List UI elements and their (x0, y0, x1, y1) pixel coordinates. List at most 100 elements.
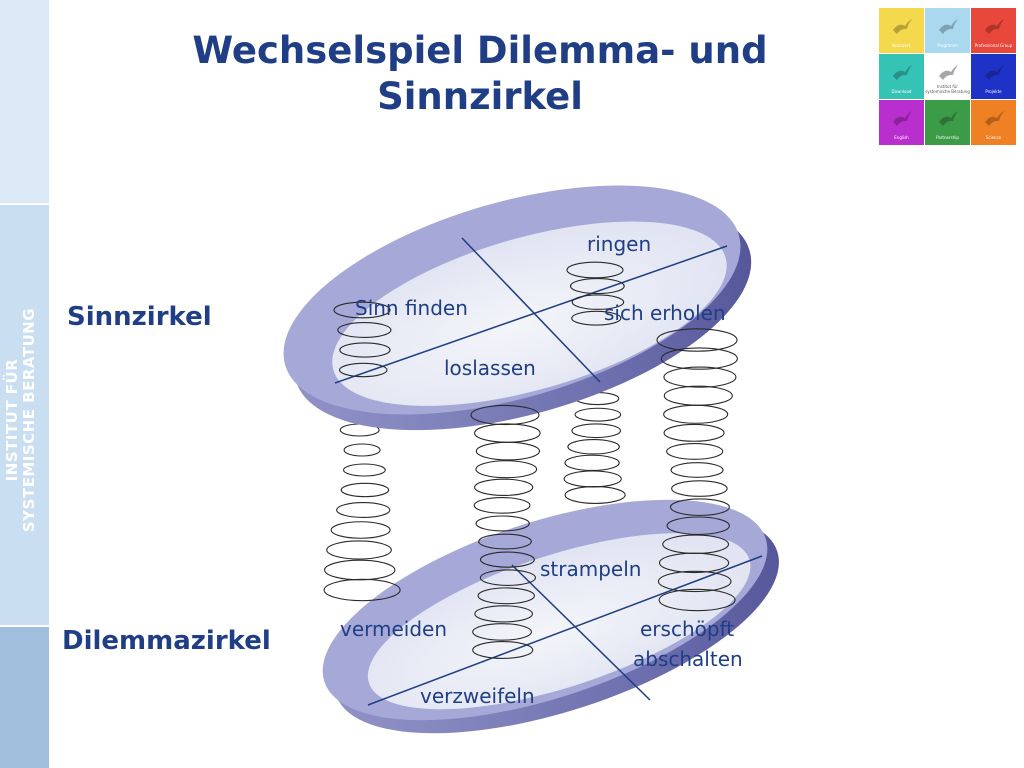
spring-coil (571, 310, 622, 326)
spring-coil (336, 502, 391, 518)
spring-coil (474, 605, 533, 623)
word-verzweifeln: verzweifeln (420, 684, 535, 708)
spring-coil (472, 623, 532, 641)
spring-coil (474, 478, 534, 496)
logo-tile-label: Professional Group (974, 43, 1013, 48)
spring-coil (657, 570, 732, 593)
spring-coil (663, 366, 737, 388)
logo-tile[interactable]: Programm (925, 8, 970, 53)
upper-disc (283, 185, 752, 431)
spring-coil (663, 385, 733, 406)
spring-coil (337, 322, 392, 338)
spring-coil (472, 641, 534, 659)
bird-icon (939, 65, 958, 80)
word-strampeln: strampeln (540, 557, 641, 581)
spring-coil (473, 497, 531, 514)
sinnzirkel-label: Sinnzirkel (67, 302, 212, 332)
spring-coil (563, 470, 622, 488)
logo-tile[interactable]: Partnership (925, 100, 970, 145)
spring-coil (478, 533, 532, 550)
spring-coil (571, 423, 622, 439)
word-ringen: ringen (587, 232, 651, 256)
sidebar: INSTITUT FÜR SYSTEMISCHE BERATUNG (0, 0, 49, 768)
logo-tile-label: Download (891, 89, 912, 94)
logo-tile-label: Institut für systemische Beratung (925, 84, 970, 94)
spring-coil (326, 540, 392, 560)
bird-icon (939, 19, 958, 34)
word-erschoepft: erschöpft (640, 617, 734, 641)
sidebar-divider (0, 203, 49, 205)
spring-coil (658, 552, 730, 574)
word-sinn-finden: Sinn finden (355, 296, 468, 320)
spring-coil (340, 482, 390, 498)
spring-coil (656, 328, 738, 352)
spring-coil (666, 516, 730, 535)
lower-disc-axis (511, 564, 651, 701)
bird-icon (985, 111, 1004, 126)
bird-icon (893, 19, 912, 34)
spring-coil (567, 439, 620, 455)
spring-tops-group (333, 261, 738, 479)
spring-coil (339, 362, 388, 378)
spring-coil (569, 278, 625, 295)
word-sich-erholen: sich erholen (604, 301, 726, 325)
logo-tile[interactable]: Netzwerk (879, 8, 924, 53)
spring-coil (339, 342, 391, 358)
spring-coil (475, 460, 538, 479)
logo-tile[interactable]: Professional Group (971, 8, 1016, 53)
bird-icon (985, 65, 1004, 80)
word-abschalten: abschalten (633, 647, 743, 671)
spring-coil (564, 454, 620, 472)
logo-tile[interactable]: English (879, 100, 924, 145)
sidebar-divider (0, 625, 49, 627)
logo-tile-label: Netzwerk (892, 43, 911, 48)
lower-disc (322, 499, 779, 734)
word-vermeiden: vermeiden (340, 617, 447, 641)
spring-coil (566, 261, 624, 279)
spring-coil (479, 569, 536, 586)
spring-coil (330, 521, 391, 539)
spring-coil (343, 443, 381, 457)
spring-coil (671, 480, 728, 497)
spring-coil (670, 462, 724, 478)
institute-logo-grid[interactable]: Netzwerk Programm Professional Group Dow… (879, 8, 1016, 145)
spring-coil (660, 347, 738, 370)
sidebar-band-middle (0, 205, 49, 625)
bird-icon (893, 111, 912, 126)
logo-tile[interactable]: Institut für systemische Beratung (925, 54, 970, 99)
spring-coil (479, 551, 535, 568)
logo-tile[interactable]: Science (971, 100, 1016, 145)
upper-disc-axis (334, 245, 728, 384)
spring-coil (342, 463, 386, 477)
spring-coil (666, 443, 724, 460)
bird-icon (985, 19, 1004, 34)
logo-tile-label: English (894, 135, 909, 140)
upper-disc-axis (461, 237, 601, 383)
logo-tile[interactable]: Download (879, 54, 924, 99)
spring-coil (574, 407, 622, 422)
sidebar-band-top (0, 0, 49, 203)
spring-coil (669, 498, 730, 516)
sidebar-band-bottom (0, 627, 49, 768)
page-title: Wechselspiel Dilemma- und Sinnzirkel (192, 29, 768, 118)
logo-tile-label: Partnership (936, 135, 959, 140)
spring-coil (663, 423, 725, 442)
word-loslassen: loslassen (444, 356, 536, 380)
bird-icon (939, 111, 958, 126)
lower-disc-axis (367, 555, 763, 706)
logo-tile-label: Projekte (985, 89, 1002, 94)
spring-coil (333, 301, 391, 319)
upper-disc-surface (332, 221, 727, 406)
spring-coil (323, 578, 401, 602)
spring-coil (564, 486, 626, 504)
spring-coil (663, 404, 729, 424)
lower-disc-surface (367, 533, 751, 710)
logo-tile-label: Science (985, 135, 1002, 140)
spring-coil (475, 441, 541, 461)
bird-icon (893, 65, 912, 80)
spring-coil (470, 404, 540, 426)
logo-tile-label: Programm (937, 43, 958, 48)
logo-tile[interactable]: Projekte (971, 54, 1016, 99)
spring-coil (324, 559, 396, 581)
